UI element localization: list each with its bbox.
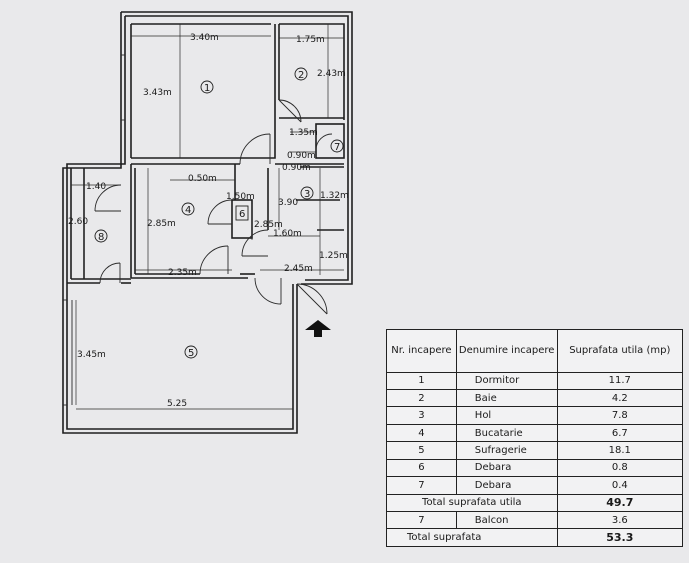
room-4-number: 4 <box>185 205 191 216</box>
dim-1-35: 1.35m <box>289 128 318 138</box>
dim-3-90: 3.90 <box>278 198 298 208</box>
entrance-arrow-icon <box>305 320 331 337</box>
header-nr: Nr. incapere <box>386 329 457 373</box>
room-2-number: 2 <box>298 70 304 81</box>
cell-name: Debara <box>455 458 558 478</box>
cell-nr: 6 <box>386 458 457 478</box>
room-7-number: 7 <box>334 142 340 153</box>
total-value: 53.3 <box>556 528 684 547</box>
cell-nr: 7 <box>386 476 457 495</box>
total-util-value: 49.7 <box>556 493 684 513</box>
balcon-name: Balcon <box>455 511 558 530</box>
dim-2-60: 2.60 <box>68 217 88 227</box>
cell-name: Hol <box>455 406 558 425</box>
total-label: Total suprafata <box>386 528 558 547</box>
dim-1-32: 1.32m <box>320 191 349 201</box>
dim-3-45: 3.45m <box>77 350 106 360</box>
dim-1-75: 1.75m <box>296 35 325 45</box>
cell-area: 11.7 <box>556 371 684 390</box>
cell-name: Dormitor <box>455 371 558 390</box>
cell-area: 0.4 <box>556 476 684 495</box>
cell-nr: 5 <box>386 441 457 460</box>
dim-0-90a: 0.90m <box>287 151 316 161</box>
cell-name: Sufragerie <box>455 441 558 460</box>
dim-2-35: 2.35m <box>168 268 197 278</box>
room-markers: 1 2 3 4 5 6 7 8 <box>94 67 344 359</box>
room-6-number: 6 <box>239 209 245 220</box>
cell-area: 18.1 <box>556 441 684 460</box>
area-table: Nr. incapere Denumire incapere Suprafata… <box>386 329 684 547</box>
dim-1-50: 1.50m <box>226 192 255 202</box>
dim-0-90b: 0.90m <box>282 163 311 173</box>
dim-2-85b: 2.85m <box>254 220 283 230</box>
header-name: Denumire incapere <box>455 329 558 373</box>
dim-5-25: 5.25 <box>167 399 187 409</box>
cell-nr: 3 <box>386 406 457 425</box>
outer-walls <box>62 11 353 434</box>
cell-nr: 1 <box>386 371 457 390</box>
table-header-row: Nr. incapere Denumire incapere Suprafata… <box>386 329 684 373</box>
balcon-area: 3.6 <box>556 511 684 530</box>
dimension-lines <box>71 24 344 410</box>
dim-3-40: 3.40m <box>190 33 219 43</box>
total-util-label: Total suprafata utila <box>386 493 558 513</box>
room-8-number: 8 <box>98 232 104 243</box>
cell-name: Bucatarie <box>455 423 558 443</box>
cell-area: 6.7 <box>556 423 684 443</box>
room-3-number: 3 <box>304 189 310 200</box>
room-5-number: 5 <box>188 348 194 359</box>
balcon-nr: 7 <box>386 511 457 530</box>
inner-walls <box>67 23 345 284</box>
dim-0-50: 0.50m <box>188 174 217 184</box>
dim-2-85a: 2.85m <box>147 219 176 229</box>
dim-1-25: 1.25m <box>319 251 348 261</box>
cell-name: Debara <box>455 476 558 495</box>
cell-area: 0.8 <box>556 458 684 478</box>
dim-1-40: 1.40 <box>86 182 106 192</box>
cell-name: Baie <box>455 388 558 408</box>
header-area: Suprafata utila (mp) <box>556 329 684 373</box>
cell-nr: 4 <box>386 423 457 443</box>
room-1-number: 1 <box>204 83 210 94</box>
cell-nr: 2 <box>386 388 457 408</box>
cell-area: 7.8 <box>556 406 684 425</box>
doors <box>94 99 333 315</box>
cell-area: 4.2 <box>556 388 684 408</box>
dim-1-60: 1.60m <box>273 229 302 239</box>
dim-3-43: 3.43m <box>143 88 172 98</box>
dim-2-45: 2.45m <box>284 264 313 274</box>
dim-2-43: 2.43m <box>317 69 346 79</box>
